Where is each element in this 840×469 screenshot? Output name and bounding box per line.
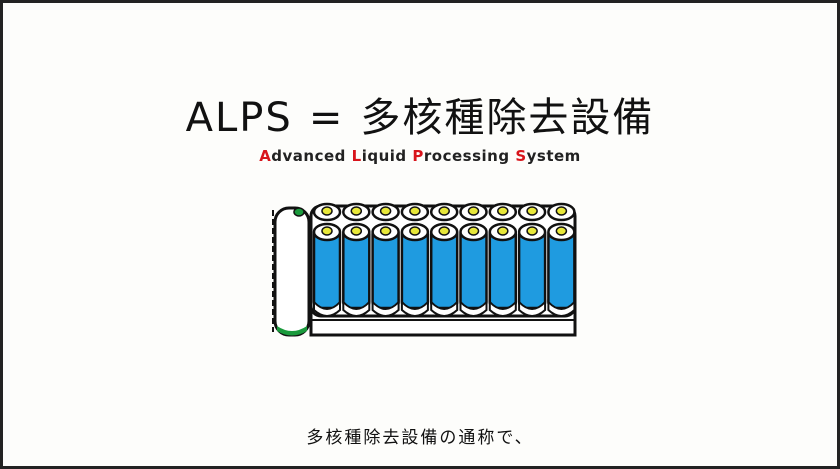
tank-cap <box>293 207 305 217</box>
vessel-bottom <box>400 299 429 317</box>
vessel-cap <box>497 226 509 236</box>
vessel-bottom <box>459 299 488 317</box>
vessel-cap <box>438 206 450 216</box>
vessel-cap <box>350 206 363 216</box>
subtitle-initial: S <box>515 147 527 165</box>
vessel-cap <box>409 226 421 236</box>
vessel-cap <box>409 206 421 216</box>
title-acronym: ALPS <box>185 95 293 141</box>
tank-base-band <box>277 326 307 336</box>
subtitle-initial: L <box>351 147 362 165</box>
vessel-bottom <box>518 299 547 317</box>
page-title: ALPS = 多核種除去設備 <box>3 85 837 143</box>
subtitle-word: iquid <box>361 147 407 165</box>
caption: 多核種除去設備の通称で、 <box>306 428 534 448</box>
title-japanese: 多核種除去設備 <box>360 95 655 141</box>
vessel-cap <box>379 206 392 216</box>
vessel-bottom <box>313 299 341 317</box>
vessel-bottom <box>430 299 459 317</box>
pretreatment-tank <box>273 206 311 337</box>
vessel-bottom <box>547 299 576 317</box>
vessel-cap <box>555 226 568 236</box>
vessel-bottom <box>342 299 371 317</box>
alps-equipment-illustration <box>272 202 577 337</box>
subtitle-word: ystem <box>526 147 581 165</box>
title-equals: = <box>308 95 345 141</box>
vessel-cap <box>321 226 333 236</box>
vessel-cap <box>379 226 392 236</box>
vessel-cap <box>526 206 538 216</box>
vessel-cap <box>438 226 450 236</box>
vessel-cap <box>467 226 480 236</box>
vessel-cap <box>350 226 363 236</box>
vessel-cap <box>497 206 509 216</box>
vessel-bottom <box>371 299 400 317</box>
vessel-cap <box>467 206 480 216</box>
subtitle-word: dvanced <box>271 147 346 165</box>
subtitle-initial: A <box>259 147 272 165</box>
vessel-cap <box>321 206 333 216</box>
subtitle: Advanced Liquid Processing System <box>3 147 837 165</box>
subtitle-word: rocessing <box>423 147 510 165</box>
vessel-cap <box>526 226 538 236</box>
vessel-bottom <box>488 299 517 317</box>
vessel-cap <box>555 206 568 216</box>
subtitle-initial: P <box>412 147 424 165</box>
